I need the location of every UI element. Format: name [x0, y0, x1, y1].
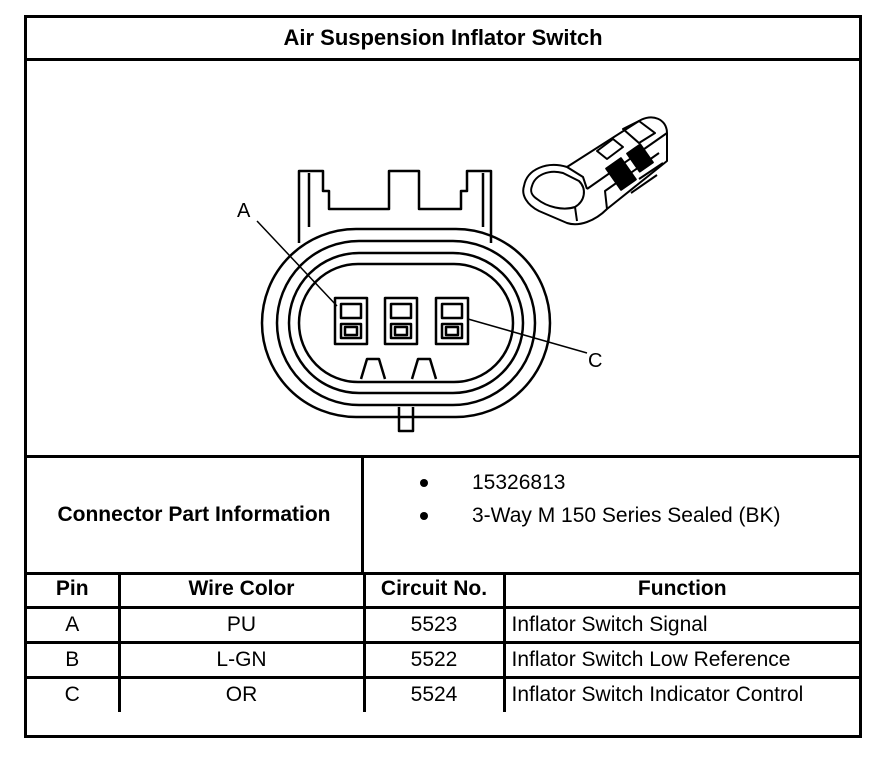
header-wire-color: Wire Color — [117, 572, 366, 609]
connector-3d-view — [522, 116, 668, 226]
cell-wire-color: OR — [117, 675, 366, 712]
cell-circuit-no: 5522 — [362, 640, 506, 679]
table-row: B L-GN 5522 Inflator Switch Low Referenc… — [27, 640, 859, 679]
connector-part-info: Connector Part Information 15326813 3-Wa… — [27, 455, 859, 575]
page-title: Air Suspension Inflator Switch — [27, 18, 859, 61]
table-row: C OR 5524 Inflator Switch Indicator Cont… — [27, 675, 859, 712]
cell-wire-color: PU — [117, 605, 366, 644]
cell-pin: A — [27, 605, 121, 644]
terminal-b — [383, 296, 419, 346]
cell-function: Inflator Switch Signal — [502, 605, 859, 644]
cell-pin: B — [27, 640, 121, 679]
connector-face-drawing: A C — [237, 116, 668, 433]
cell-pin: C — [27, 675, 121, 712]
cell-function: Inflator Switch Low Reference — [502, 640, 859, 679]
pin-table: Pin Wire Color Circuit No. Function A PU… — [27, 572, 859, 712]
cell-circuit-no: 5523 — [362, 605, 506, 644]
info-item-text: 15326813 — [472, 471, 566, 494]
table-row: A PU 5523 Inflator Switch Signal — [27, 605, 859, 644]
connector-info-label: Connector Part Information — [27, 458, 364, 572]
header-function: Function — [502, 572, 859, 609]
terminal-c — [434, 296, 470, 346]
terminal-a — [333, 296, 369, 346]
info-item-text: 3-Way M 150 Series Sealed (BK) — [472, 504, 781, 527]
pin-label-c: C — [588, 350, 602, 372]
connector-info-list: 15326813 3-Way M 150 Series Sealed (BK) — [364, 458, 859, 572]
header-pin: Pin — [27, 572, 121, 609]
bullet-icon — [420, 479, 428, 487]
cell-wire-color: L-GN — [117, 640, 366, 679]
pin-label-a: A — [237, 200, 251, 222]
table-header-row: Pin Wire Color Circuit No. Function — [27, 572, 859, 609]
bullet-icon — [420, 512, 428, 520]
cell-function: Inflator Switch Indicator Control — [502, 675, 859, 712]
connector-diagram: A C — [27, 61, 859, 456]
cell-circuit-no: 5524 — [362, 675, 506, 712]
header-circuit-no: Circuit No. — [362, 572, 506, 609]
connector-sheet: Air Suspension Inflator Switch — [24, 15, 862, 738]
